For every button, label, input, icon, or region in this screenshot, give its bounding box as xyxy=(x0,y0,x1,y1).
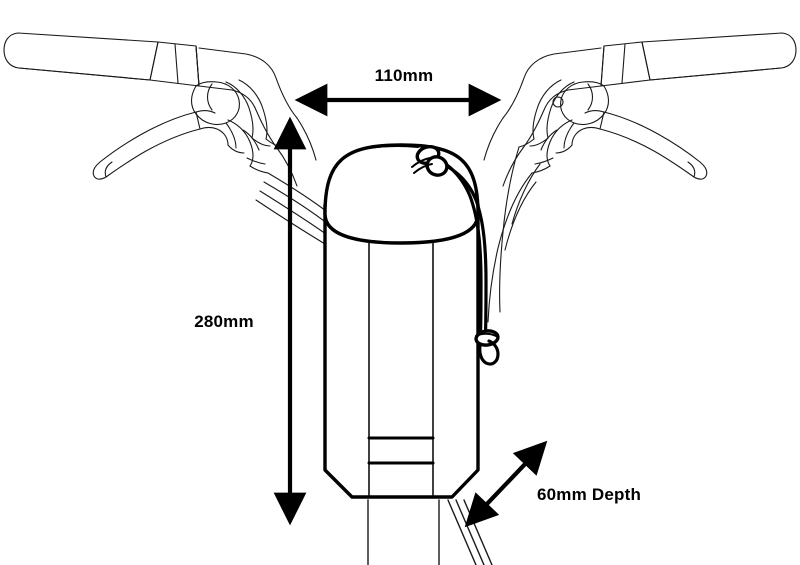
depth-arrow xyxy=(464,440,548,528)
handlebar-bag xyxy=(323,143,480,499)
handlebar-right xyxy=(483,32,797,187)
dimension-width: 110mm xyxy=(294,66,502,117)
stem-steerer xyxy=(367,499,493,565)
drawcord-closure xyxy=(411,144,500,366)
dimension-depth: 60mm Depth xyxy=(464,440,641,528)
handlebar-left xyxy=(3,32,317,187)
height-label: 280mm xyxy=(194,312,254,331)
dimension-height: 280mm xyxy=(194,116,307,526)
width-label: 110mm xyxy=(375,66,434,85)
depth-label: 60mm Depth xyxy=(537,485,641,504)
